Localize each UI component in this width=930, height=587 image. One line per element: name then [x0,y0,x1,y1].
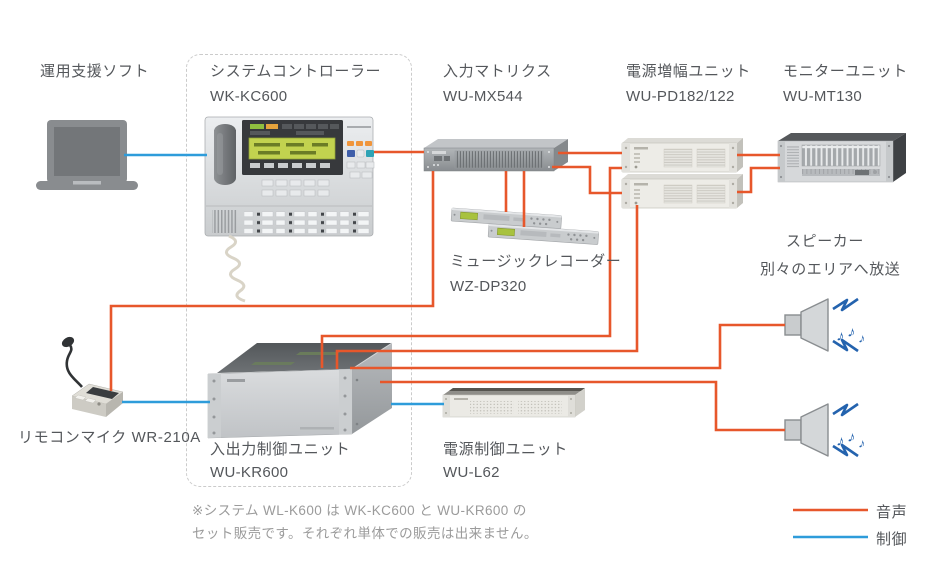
audio-line-matrix-amp2 [552,165,622,195]
audio-line-amp1-iounit [320,166,622,368]
software-label: 運用支援ソフト [40,63,150,80]
monitor-unit-device [777,133,906,183]
speaker-1-icon [783,297,869,353]
speaker-label: スピーカー [786,233,865,250]
legend-control-label: 制御 [876,531,908,548]
speaker-note: 別々のエリアへ放送 [760,261,901,278]
handset-cord [225,234,246,303]
set-sales-group-box [186,54,412,487]
power-control-unit-device [442,388,585,418]
power-control-model: WU-L62 [443,464,500,481]
matrix-model: WU-MX544 [443,88,523,105]
footnote-line-1: ※システム WL-K600 は WK-KC600 と WU-KR600 の [192,503,527,518]
amplifier-model: WU-PD182/122 [626,88,735,105]
audio-line-iounit-speaker2 [380,380,785,432]
matrix-label: 入力マトリクス [443,63,552,80]
system-controller-device [204,116,375,303]
io-control-model: WU-KR600 [210,464,289,481]
audio-line-mic-matrix [109,171,435,391]
io-control-unit-device [207,342,393,439]
legend-audio-label: 音声 [876,504,908,521]
monitor-model: WU-MT130 [783,88,863,105]
mic-capsule-icon [61,336,75,348]
speaker-2-icon [783,402,869,458]
power-amp-1-device [621,137,744,173]
remote-mic-device [61,336,124,417]
audio-line-amp2-iounit [335,205,639,369]
audio-line-iounit-speaker1 [350,323,785,370]
recorder-model: WZ-DP320 [450,278,527,295]
handset-icon [214,124,236,185]
amplifier-label: 電源増幅ユニット [626,63,751,80]
controller-label: システムコントローラー [210,63,382,80]
controller-model: WK-KC600 [210,88,288,105]
power-amp-2-device [621,173,744,209]
monitor-label: モニターユニット [783,63,908,80]
laptop-icon [36,120,138,190]
footnote-line-2: セット販売です。それぞれ単体での販売は出来ません。 [192,526,538,541]
power-control-label: 電源制御ユニット [443,441,568,458]
gooseneck [65,344,83,388]
remote-mic-label: リモコンマイク WR-210A [18,429,201,446]
io-control-label: 入出力制御ユニット [210,441,351,458]
audio-line-amp2-monitor [737,166,780,194]
input-matrix-device [423,139,568,172]
recorder-label: ミュージックレコーダー [450,253,622,270]
